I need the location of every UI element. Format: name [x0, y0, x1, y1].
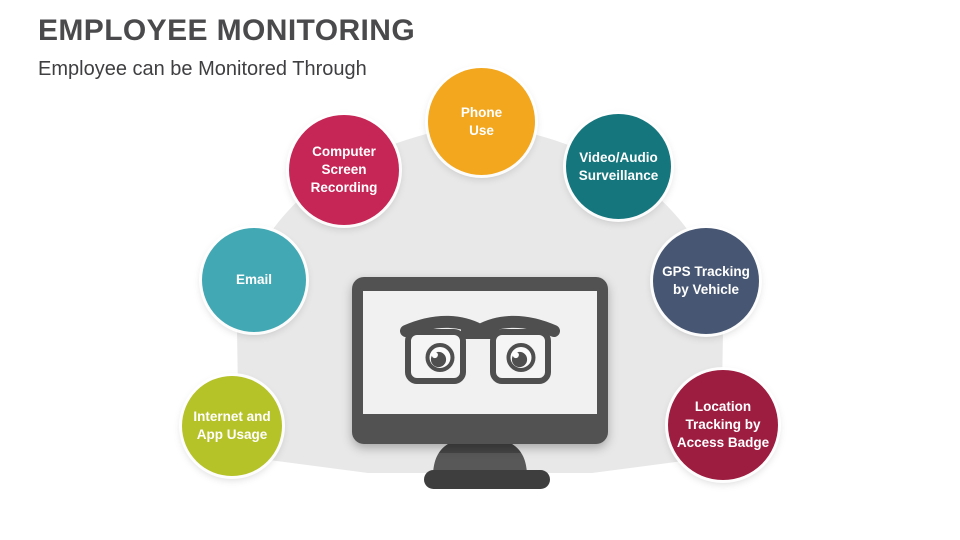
glasses-icon — [400, 315, 560, 384]
node-label: Phone Use — [460, 104, 503, 138]
node-internet-app-usage: Internet and App Usage — [182, 376, 282, 476]
node-email: Email — [202, 228, 306, 332]
node-label: Email — [235, 272, 273, 288]
node-label: Location Tracking by Access Badge — [676, 399, 770, 450]
node-gps-tracking-by-vehicle: GPS Tracking by Vehicle — [653, 228, 759, 334]
node-label: Video/Audio Surveillance — [578, 149, 659, 183]
right-pupil-highlight — [512, 351, 519, 359]
node-phone-use: Phone Use — [428, 68, 535, 175]
node-location-tracking-by-access-badge: Location Tracking by Access Badge — [668, 370, 778, 480]
node-label: Internet and App Usage — [193, 409, 271, 442]
monitor-screen — [363, 291, 597, 414]
node-label: Computer Screen Recording — [310, 144, 378, 195]
node-label: GPS Tracking by Vehicle — [662, 264, 750, 297]
glasses-bridge — [461, 329, 499, 339]
node-computer-screen-recording: Computer Screen Recording — [289, 115, 399, 225]
page-subtitle: Employee can be Monitored Through — [38, 58, 367, 80]
node-video-audio-surveillance: Video/Audio Surveillance — [566, 114, 671, 219]
monitor-stand-base — [424, 470, 550, 489]
page-title: EMPLOYEE MONITORING — [38, 14, 416, 47]
left-pupil-highlight — [431, 351, 438, 359]
monitor-stand-neck-shadow — [439, 444, 521, 453]
